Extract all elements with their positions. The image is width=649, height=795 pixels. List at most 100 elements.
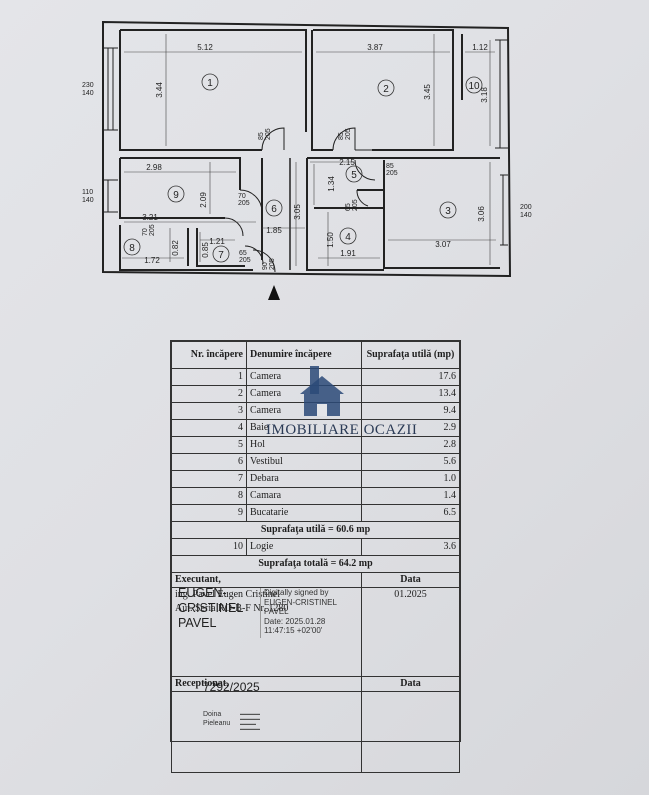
door-swing: [261, 127, 285, 151]
cell-area: 2.9: [361, 419, 460, 437]
wall: [311, 30, 333, 151]
room-number: 4: [345, 232, 351, 243]
dimension-label: 3.18: [480, 87, 489, 103]
rooms-table: Nr. încăpere Denumire încăpere Suprafaţa…: [170, 340, 461, 773]
header-nr: Nr. încăpere: [171, 341, 247, 369]
cell-nr: 9: [171, 504, 247, 522]
cell-area: 17.6: [361, 368, 460, 386]
cell-area: 5.6: [361, 453, 460, 471]
wall: [120, 157, 241, 190]
dimension-label: 5.12: [197, 43, 213, 52]
cell-name: Baie: [246, 419, 362, 437]
door-label: 85 205: [258, 128, 272, 140]
cell-area: 1.0: [361, 470, 460, 488]
signature-divider: [260, 588, 261, 638]
executant-date-label: Data: [361, 572, 460, 588]
cell-nr: 6: [171, 453, 247, 471]
executant-cell: ing. Pavel Eugen Cristinel Aut. Seria RO…: [171, 587, 362, 677]
executant-line2: Aut. Seria RO-B-F Nr. 1280: [175, 603, 289, 614]
wall: [383, 160, 500, 269]
dimension-label: 3.87: [367, 43, 383, 52]
executant-line1: ing. Pavel Eugen Cristinel: [175, 589, 280, 600]
receptionat-signer: Doina Pieleanu: [203, 711, 231, 727]
cell-area: 6.5: [361, 504, 460, 522]
dimension-label: 1.12: [472, 43, 488, 52]
cell-area: 3.6: [361, 538, 460, 556]
cell-name: Camera: [246, 368, 362, 386]
room-number: 7: [218, 250, 224, 261]
door-swing: [252, 249, 276, 273]
door-swing: [356, 189, 369, 207]
room-number: 2: [383, 84, 389, 95]
cell-area: 9.4: [361, 402, 460, 420]
door-label: 65 205: [345, 199, 359, 211]
wall: [196, 228, 245, 267]
cell-nr: 10: [171, 538, 247, 556]
door-label: 70 205: [142, 224, 156, 236]
window: [104, 179, 118, 213]
cell-area: 13.4: [361, 385, 460, 403]
room-number: 9: [173, 190, 179, 201]
cell-nr: 7: [171, 470, 247, 488]
door-label: 85 205: [386, 163, 398, 177]
cell-name: Debara: [246, 470, 362, 488]
signature-name: EUGEN- CRISTINEL PAVEL: [178, 586, 244, 630]
receptionat-number: 7292/2025: [203, 680, 260, 694]
window: [500, 174, 508, 246]
wall: [119, 30, 262, 151]
useful-area-total: Suprafaţa utilă = 60.6 mp: [171, 521, 460, 539]
dimension-label: 1.85: [266, 226, 282, 235]
cell-area: 1.4: [361, 487, 460, 505]
signature-info: Digitally signed by EUGEN-CRISTINEL PAVE…: [264, 588, 337, 635]
entrance-arrow-icon: [268, 285, 280, 300]
door-swing: [244, 245, 264, 265]
receptionat-cell: [171, 691, 362, 773]
room-number: 5: [351, 170, 357, 181]
total-area: Suprafaţa totală = 64.2 mp: [171, 555, 460, 573]
cell-area: 2.8: [361, 436, 460, 454]
cell-nr: 1: [171, 368, 247, 386]
dimension-label: 1.21: [209, 237, 225, 246]
dimension-label: 2.09: [199, 192, 208, 208]
door-swing: [332, 127, 372, 151]
wall: [119, 225, 253, 271]
wall: [119, 158, 225, 219]
dimension-label: 3.21: [142, 213, 158, 222]
cell-nr: 5: [171, 436, 247, 454]
room-number: 10: [468, 81, 480, 92]
door-label: 70 205: [238, 193, 250, 207]
door-swing: [354, 159, 376, 181]
door-swing: [239, 189, 263, 213]
cell-name: Camera: [246, 402, 362, 420]
cell-name: Logie: [246, 538, 362, 556]
cell-name: Vestibul: [246, 453, 362, 471]
dimension-label: 3.07: [435, 240, 451, 249]
dimension-label: 3.44: [155, 82, 164, 98]
window-label: 110 140: [82, 189, 94, 204]
window: [495, 39, 508, 149]
room-number: 1: [207, 78, 213, 89]
receptionat-signature-mark: ▬▬▬▬▬ ▬▬▬▬▬ ▬▬▬▬ ▬▬▬▬▬: [240, 711, 260, 731]
header-name: Denumire încăpere: [246, 341, 362, 369]
cell-name: Camera: [246, 385, 362, 403]
cell-nr: 4: [171, 419, 247, 437]
dimension-label: 1.91: [340, 249, 356, 258]
dimension-label: 3.05: [293, 204, 302, 220]
receptionat-date-label: Data: [361, 676, 460, 692]
cell-nr: 2: [171, 385, 247, 403]
window-label: 200 140: [520, 204, 532, 219]
dimension-label: 1.34: [327, 176, 336, 192]
executant-date: 01.2025: [361, 587, 460, 677]
dimension-label: 1.72: [144, 256, 160, 265]
cell-nr: 3: [171, 402, 247, 420]
